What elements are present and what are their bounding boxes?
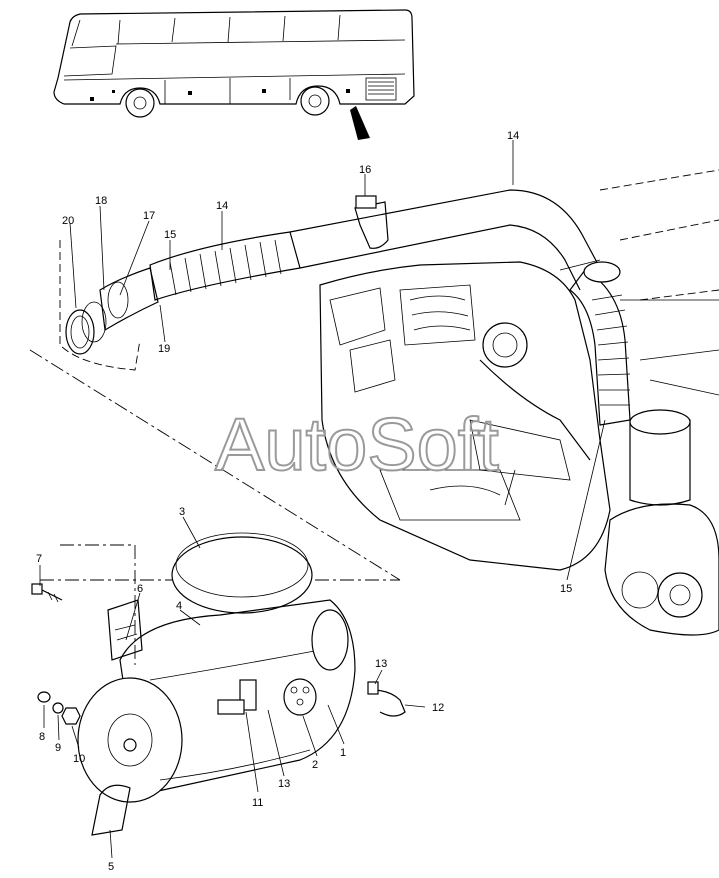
callout-8: 8	[39, 731, 45, 743]
callout-2: 2	[312, 759, 318, 771]
callout-13-lower: 13	[278, 778, 290, 790]
callout-6: 6	[137, 583, 143, 595]
callout-4: 4	[176, 600, 182, 612]
bus-thumbnail	[53, 9, 415, 140]
callout-14-left: 14	[216, 200, 228, 212]
callout-1: 1	[340, 747, 346, 759]
callout-17: 17	[143, 210, 155, 222]
callout-16: 16	[359, 164, 371, 176]
intake-hose-assembly	[59, 189, 631, 426]
callout-labels: 14 16 14 18 17 20 15 19 15 3 4 6 7 8 9 1…	[36, 130, 572, 873]
callout-19: 19	[158, 343, 170, 355]
callout-11: 11	[252, 797, 263, 809]
engine-block	[319, 169, 719, 636]
air-filter-assembly	[29, 349, 406, 836]
callout-10: 10	[73, 753, 85, 765]
callout-15-upper: 15	[164, 229, 176, 241]
callout-14-upper: 14	[507, 130, 519, 142]
leader-lines	[39, 140, 606, 859]
callout-13-upper: 13	[375, 658, 387, 670]
callout-12: 12	[432, 702, 444, 714]
callout-15-lower: 15	[560, 583, 572, 595]
callout-20: 20	[62, 215, 74, 227]
callout-18: 18	[95, 195, 107, 207]
arrow-pointer-icon	[350, 106, 370, 140]
callout-3: 3	[179, 506, 185, 518]
watermark-text: AutoSoft	[215, 403, 499, 486]
callout-7: 7	[36, 553, 42, 565]
callout-9: 9	[55, 742, 61, 754]
callout-5: 5	[108, 861, 114, 873]
